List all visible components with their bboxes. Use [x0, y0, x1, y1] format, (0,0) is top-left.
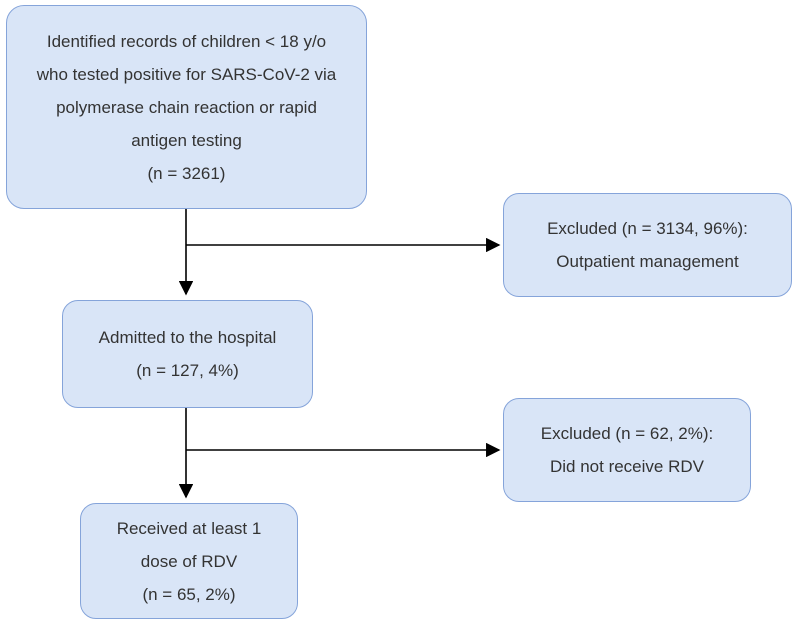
box-text-line: dose of RDV — [140, 551, 238, 571]
box-text-line: Did not receive RDV — [549, 457, 704, 476]
box-text-line: Admitted to the hospital — [98, 328, 277, 347]
excluded-no-rdv-box: Excluded (n = 62, 2%): Did not receive R… — [503, 398, 751, 502]
admitted-hospital-box: Admitted to the hospital (n = 127, 4%) — [62, 300, 313, 408]
received-rdv-box: Received at least 1 dose of RDV (n = 65,… — [80, 503, 298, 619]
excluded-outpatient-box: Excluded (n = 3134, 96%): Outpatient man… — [503, 193, 792, 297]
box-text-line: (n = 127, 4%) — [136, 361, 239, 380]
box-text-line: Identified records of children < 18 y/o — [46, 31, 327, 51]
box-text-line: Outpatient management — [556, 252, 739, 271]
identified-records-box: Identified records of children < 18 y/o … — [6, 5, 367, 209]
box-text-line: antigen testing — [131, 130, 242, 150]
box-text-line: polymerase chain reaction or rapid — [56, 97, 317, 117]
box-text-line: (n = 65, 2%) — [142, 584, 236, 604]
box-text-line: (n = 3261) — [147, 163, 226, 183]
box-text-line: Received at least 1 — [116, 518, 262, 538]
box-text-line: Excluded (n = 62, 2%): — [540, 424, 714, 443]
box-text-line: who tested positive for SARS-CoV-2 via — [36, 64, 337, 84]
box-text-line: Excluded (n = 3134, 96%): — [547, 219, 748, 238]
